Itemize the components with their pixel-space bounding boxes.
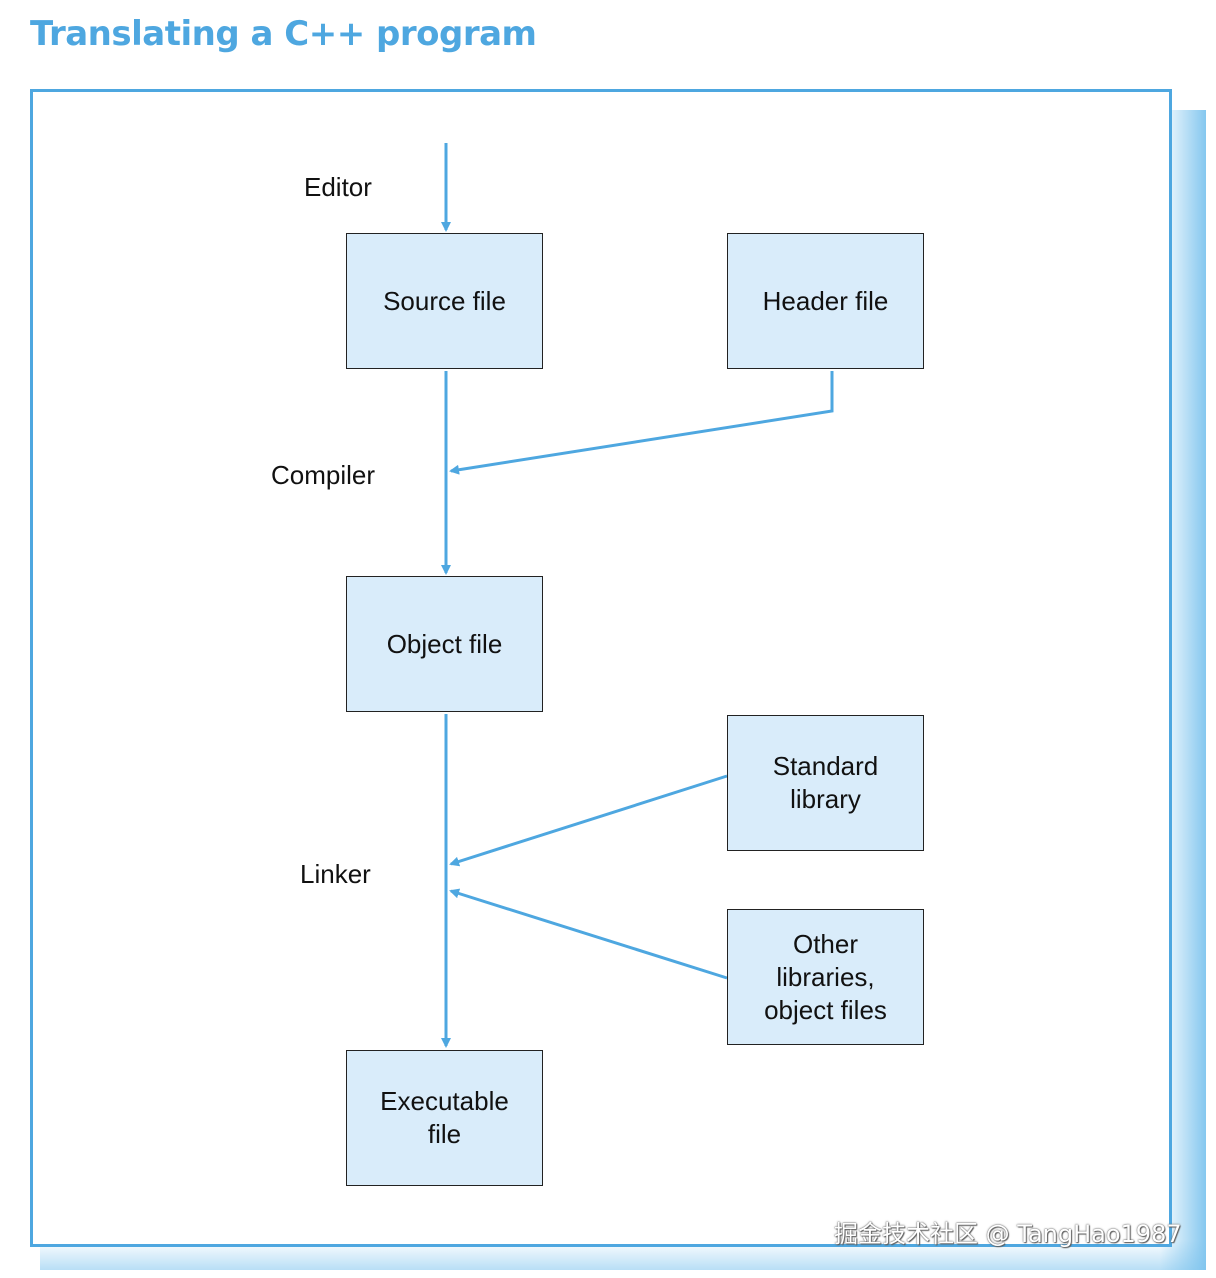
compiler-label: Compiler [271,460,376,490]
other-libraries-text-line-2: libraries, [776,961,875,992]
standard-library-box: Standard library [727,715,924,851]
page-title: Translating a C++ program [30,14,537,54]
diagram-frame [30,89,1172,1247]
standard-library-text-line-2: library [790,784,861,814]
source-file-box: Source file [346,233,543,369]
editor-label: Editor [304,172,372,202]
watermark: 掘金技术社区 @ TangHao1987 [834,1220,1182,1248]
standard-library-text-line-1: Standard [772,751,879,781]
executable-file-text-line-1: Executable [380,1086,509,1116]
executable-file-box: Executable file [346,1050,543,1186]
other-libraries-text-line-3: object files [764,994,887,1025]
other-libraries-text-line-1: Other [792,928,859,959]
standard-library-arrow [449,774,728,867]
executable-file-text-line-2: file [427,1119,462,1149]
header-file-arrow [449,371,834,475]
other-libraries-arrow [449,888,728,980]
header-file-text: Header file [762,285,889,316]
source-file-text: Source file [383,285,506,316]
other-libraries-box: Other libraries, object files [727,909,924,1045]
header-file-box: Header file [727,233,924,369]
object-file-text: Object file [386,628,503,659]
object-file-box: Object file [346,576,543,712]
linker-label: Linker [300,859,371,889]
